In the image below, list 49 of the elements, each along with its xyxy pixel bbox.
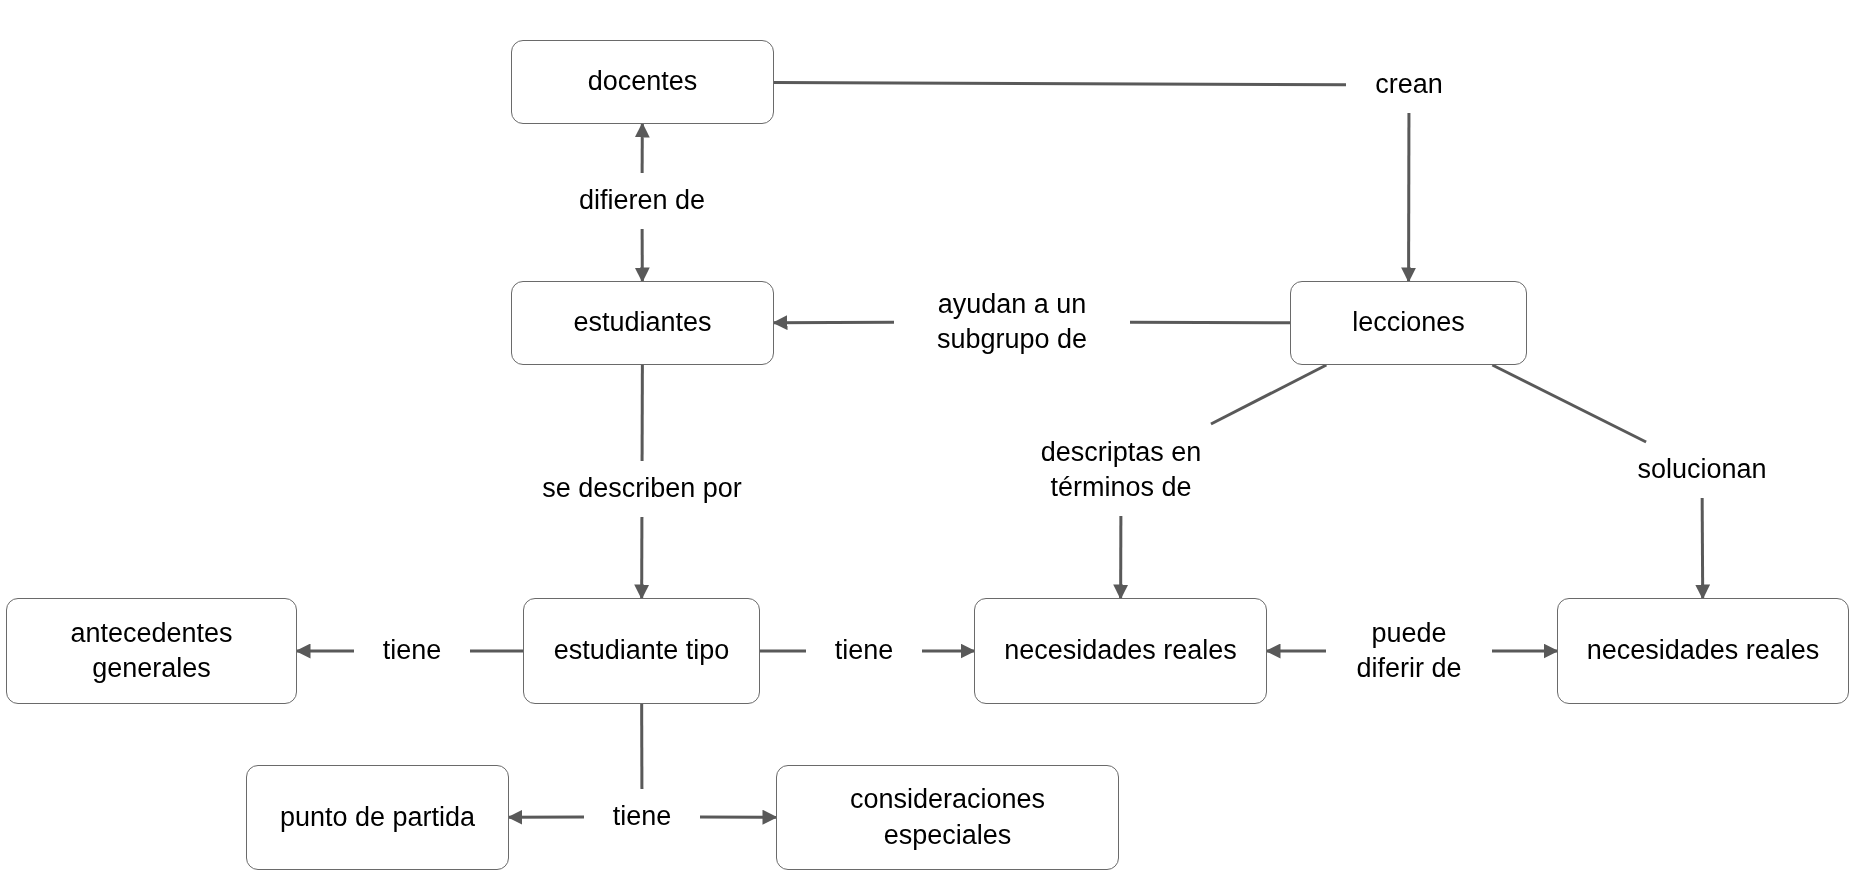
concept-label: necesidades reales [1586, 634, 1820, 668]
link-phrase: crean [1375, 68, 1443, 102]
concept-box [1557, 598, 1849, 704]
connector-line [1491, 363, 1647, 444]
arrow [634, 122, 650, 173]
arrow [634, 517, 650, 600]
concept-box [523, 598, 760, 704]
link-phrase: ayudan a un subgrupo de [935, 287, 1089, 356]
concept-box [776, 765, 1119, 870]
arrow [1265, 643, 1326, 659]
concept-label: docentes [587, 65, 698, 99]
concept-box [1290, 281, 1527, 365]
connector-line [1130, 320, 1290, 325]
connector-line [640, 704, 644, 789]
arrow [1401, 113, 1417, 283]
concept-label: antecedentes generales [69, 616, 234, 685]
link-phrase: difieren de [578, 184, 706, 218]
concept-label: punto de partida [279, 800, 476, 834]
arrow [922, 643, 976, 659]
arrow [295, 643, 354, 659]
concept-label: estudiante tipo [553, 634, 730, 668]
arrow [507, 809, 584, 825]
connector-line [1210, 363, 1328, 426]
arrow [634, 229, 650, 283]
arrow [700, 809, 778, 825]
connector-line [470, 649, 523, 653]
arrow [1492, 643, 1559, 659]
link-phrase: tiene [612, 800, 672, 834]
connector-line [760, 649, 806, 653]
concept-box [974, 598, 1267, 704]
link-phrase: tiene [834, 634, 894, 668]
link-phrase: descriptas en términos de [1039, 435, 1203, 504]
concept-label: consideraciones especiales [848, 783, 1047, 852]
link-phrase: tiene [382, 634, 442, 668]
link-phrase: se describen por [542, 472, 742, 506]
connector-line [640, 365, 644, 461]
connector-line [774, 81, 1346, 87]
arrow [1695, 498, 1711, 600]
concept-box [6, 598, 297, 704]
arrow [772, 315, 894, 331]
concept-label: estudiantes [573, 306, 712, 340]
arrow [1113, 516, 1129, 600]
link-phrase: solucionan [1637, 453, 1767, 487]
concept-box [511, 40, 774, 124]
link-phrase: puede diferir de [1355, 616, 1463, 685]
concept-box [511, 281, 774, 365]
concept-label: lecciones [1352, 306, 1465, 340]
concept-box [246, 765, 509, 870]
concept-label: necesidades reales [1004, 634, 1237, 668]
